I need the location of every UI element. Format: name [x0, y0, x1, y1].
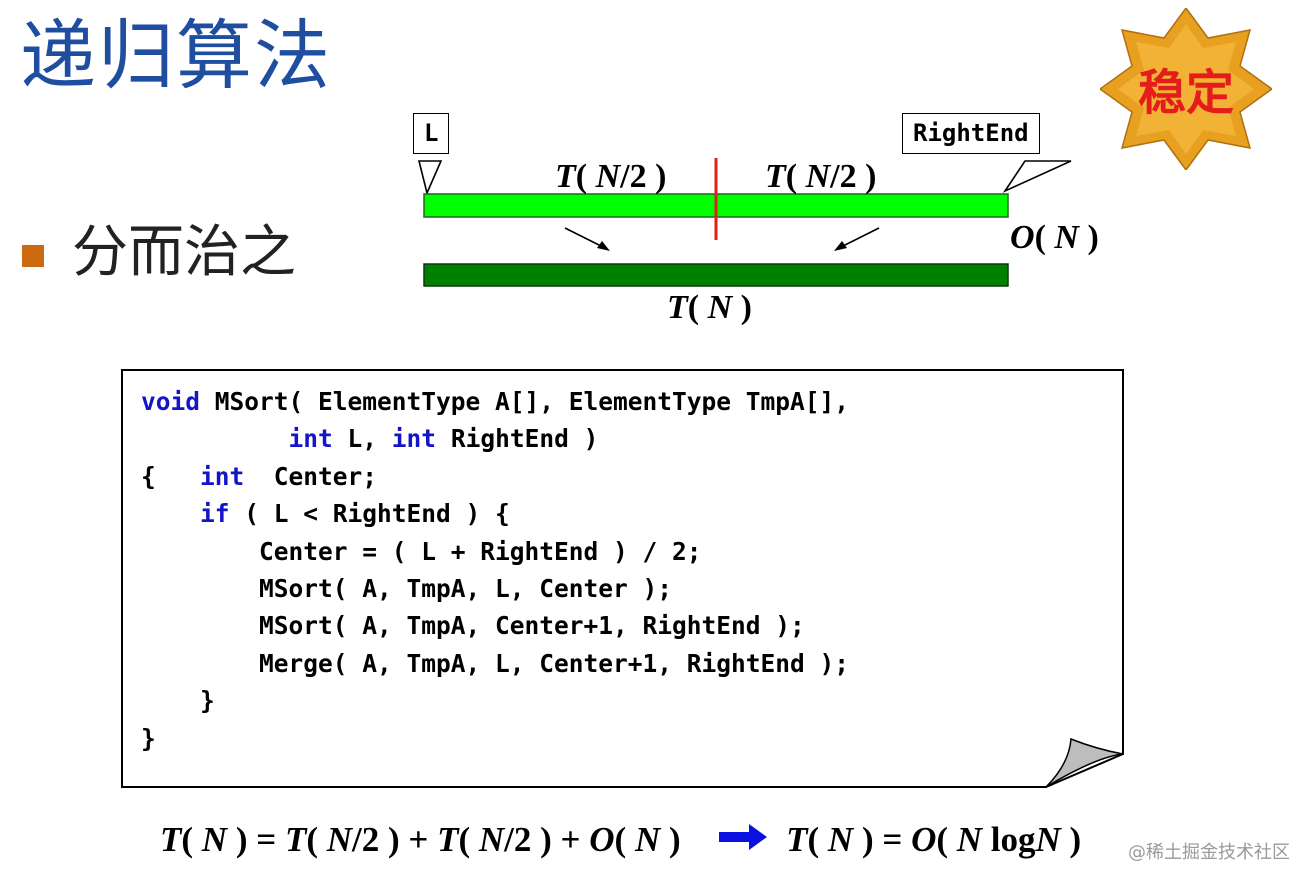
formula-term: ( — [458, 820, 479, 859]
code-text: MSort( ElementType A[], ElementType TmpA… — [200, 387, 850, 416]
folded-corner — [1045, 737, 1124, 788]
code-text: Center; — [244, 461, 378, 491]
formula-term: ( — [181, 820, 202, 859]
code-line: MSort( A, TmpA, L, Center ); — [141, 570, 849, 607]
formula-term: ( — [306, 820, 327, 859]
formula-rhs: T( N ) = O( N logN ) — [786, 820, 1081, 859]
code-text: { — [141, 461, 201, 491]
bottom-bar — [423, 263, 1009, 287]
code-line: } — [141, 682, 849, 719]
code-line: Center = ( L + RightEnd ) / 2; — [141, 533, 849, 570]
formula-term: N — [956, 820, 983, 859]
formula-term: /2 ) + — [504, 820, 590, 859]
code-keyword: int — [288, 424, 333, 454]
formula-term: N — [1035, 820, 1061, 859]
implies-arrow-icon — [719, 823, 768, 850]
formula-term: ( — [936, 820, 957, 859]
code-box-border — [121, 369, 1124, 788]
recurrence-formula: T( N ) = T( N/2 ) + T( N/2 ) + O( N ) T(… — [160, 822, 1081, 857]
watermark: @稀土掘金技术社区 — [1128, 842, 1290, 863]
formula-term: ( — [614, 820, 635, 859]
formula-term: T — [160, 820, 182, 859]
code-line: } — [141, 720, 849, 757]
code-text: } — [141, 723, 156, 753]
formula-lhs: T( N ) = T( N/2 ) + T( N/2 ) + O( N ) — [160, 820, 681, 859]
code-line: void MSort( ElementType A[], ElementType… — [141, 383, 849, 420]
formula-term: N — [326, 820, 353, 859]
formula-term: ( — [807, 820, 828, 859]
code-text: MSort( A, TmpA, L, Center ); — [141, 574, 673, 604]
formula-term: ) = — [227, 820, 285, 859]
code-line: MSort( A, TmpA, Center+1, RightEnd ); — [141, 607, 849, 644]
formula-term: N — [827, 820, 854, 859]
code-text: RightEnd ) — [436, 424, 599, 454]
code-line: { int Center; — [141, 458, 849, 495]
formula-term: O — [911, 820, 937, 859]
formula-term: T — [284, 820, 307, 859]
bullet-square — [22, 245, 44, 267]
formula-term: T — [437, 820, 459, 859]
slide-title: 递归算法 — [20, 11, 332, 100]
code-text: MSort( A, TmpA, Center+1, RightEnd ); — [141, 611, 805, 641]
code-line: Merge( A, TmpA, L, Center+1, RightEnd ); — [141, 645, 849, 682]
code-text: } — [141, 686, 215, 716]
formula-term: O — [589, 820, 615, 859]
top-right-label: T( N/2 ) — [765, 158, 877, 195]
callout-rightend: RightEnd — [902, 113, 1040, 155]
bottom-label: T( N ) — [667, 289, 752, 326]
formula-term: T — [786, 820, 808, 859]
code-keyword: int — [391, 424, 437, 454]
code-block: void MSort( ElementType A[], ElementType… — [141, 383, 849, 757]
formula-term: /2 ) + — [352, 820, 438, 859]
callout-left-pointer — [417, 160, 443, 196]
bullet-text: 分而治之 — [72, 220, 296, 285]
stable-badge: 稳定 — [1100, 8, 1272, 170]
formula-term: ) — [660, 820, 681, 859]
merge-cost-label: O( N ) — [1010, 219, 1099, 256]
formula-term: ) — [1060, 820, 1082, 859]
code-text: L, — [332, 424, 392, 454]
code-line: if ( L < RightEnd ) { — [141, 495, 849, 532]
formula-term: N — [634, 820, 661, 859]
code-text — [141, 424, 289, 453]
code-keyword: int — [200, 461, 245, 491]
code-text: ( L < RightEnd ) { — [229, 499, 510, 529]
top-left-label: T( N/2 ) — [555, 158, 667, 195]
formula-term: N — [201, 820, 228, 859]
formula-term: N — [478, 820, 505, 859]
callout-right-pointer — [1002, 160, 1072, 193]
code-keyword: void — [141, 387, 201, 416]
formula-term: log — [982, 820, 1036, 859]
code-keyword: if — [200, 499, 230, 529]
callout-l: L — [413, 113, 450, 155]
code-box — [121, 369, 1124, 788]
diagram-graphics — [417, 158, 1072, 287]
code-line: int L, int RightEnd ) — [141, 420, 849, 457]
code-text: Center = ( L + RightEnd ) / 2; — [141, 536, 702, 566]
code-text: Merge( A, TmpA, L, Center+1, RightEnd ); — [141, 648, 850, 678]
code-text — [141, 499, 200, 528]
badge-text: 稳定 — [1138, 65, 1234, 121]
formula-term: ) = — [853, 820, 912, 859]
